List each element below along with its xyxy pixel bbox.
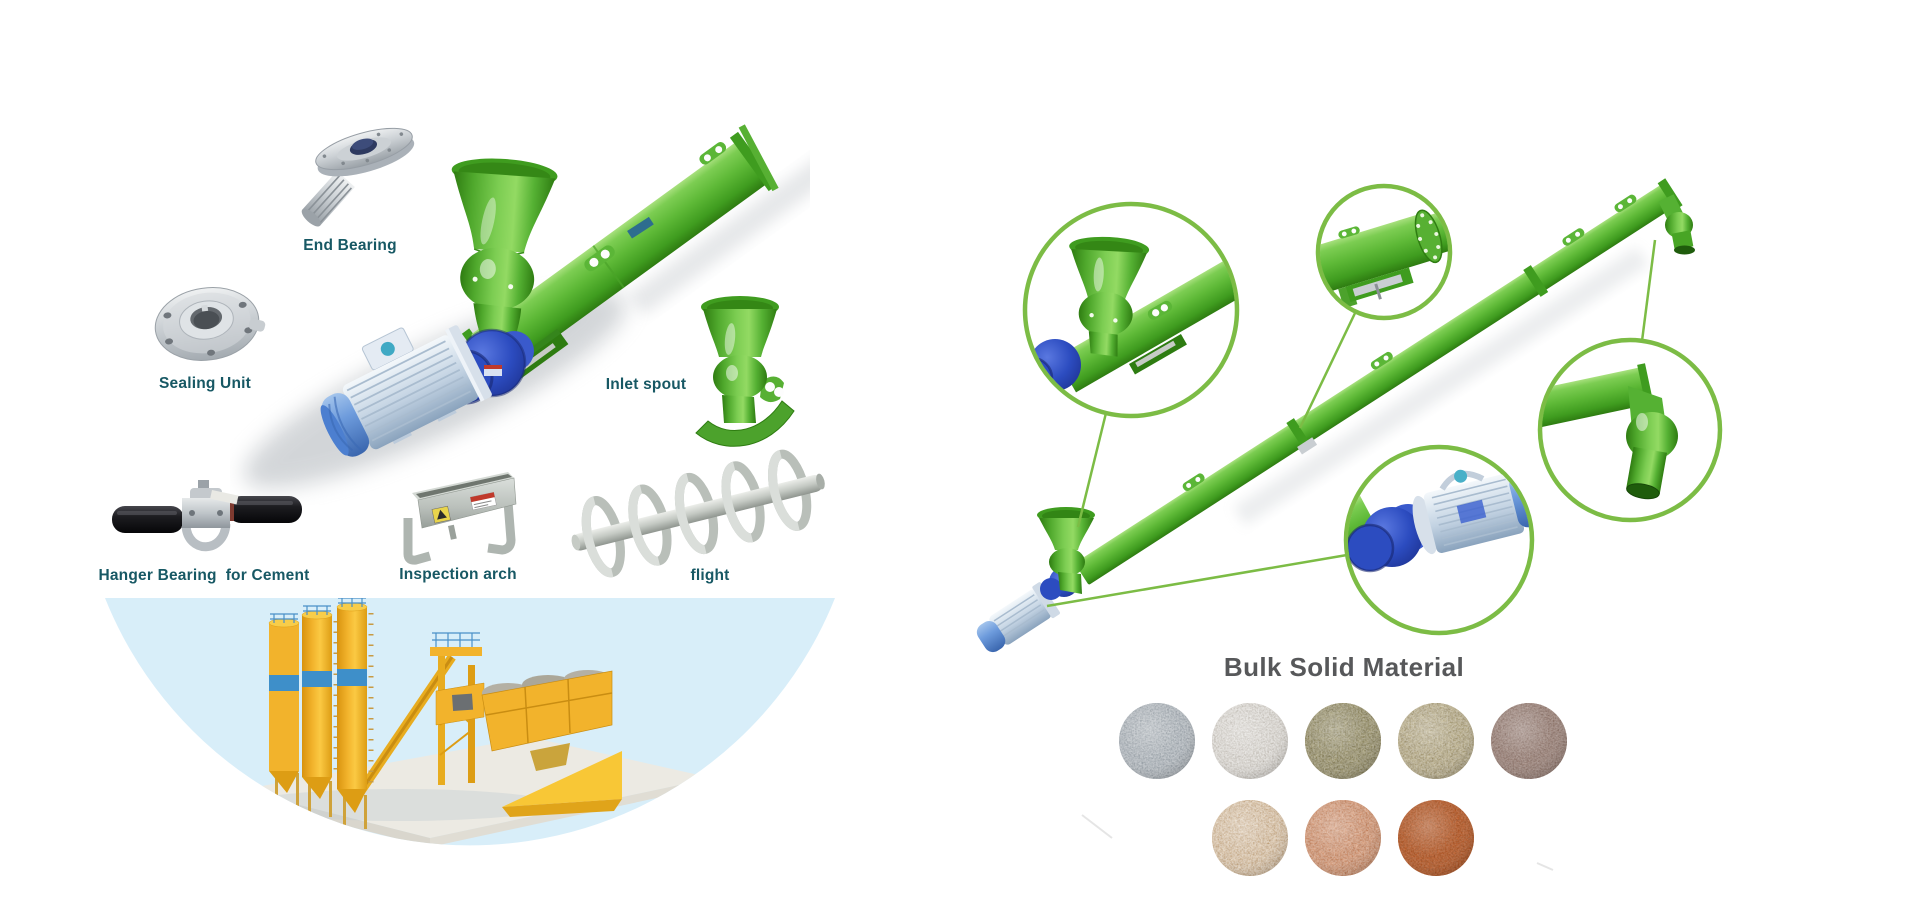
material-swatches bbox=[1119, 703, 1567, 876]
sealing-unit-flange bbox=[154, 287, 266, 361]
gearbox bbox=[438, 328, 534, 405]
inlet-spout-part bbox=[695, 296, 795, 447]
material-swatch-1 bbox=[1119, 703, 1195, 779]
end-bearing-label: End Bearing bbox=[303, 237, 397, 254]
detail-circle-outlet bbox=[1537, 337, 1723, 523]
end-bearing-figure bbox=[301, 127, 415, 227]
inlet-funnel bbox=[451, 158, 558, 342]
tube-lug bbox=[584, 245, 615, 272]
blue-bowl bbox=[105, 598, 835, 846]
batching-plant bbox=[240, 598, 712, 846]
conveyor-main-tube bbox=[1075, 178, 1683, 585]
assembled-conveyor-figure bbox=[976, 178, 1723, 653]
hanger-bearing-figure bbox=[112, 480, 302, 552]
inspection-arch-part bbox=[403, 472, 517, 565]
material-swatch-7 bbox=[1305, 800, 1381, 876]
detail-circle-inlet bbox=[1022, 201, 1240, 419]
flight-label: flight bbox=[690, 567, 730, 584]
material-swatch-4 bbox=[1398, 703, 1474, 779]
flight-part bbox=[571, 449, 825, 578]
bulk-solid-material-heading: Bulk Solid Material bbox=[1223, 652, 1465, 682]
cement-silos bbox=[268, 598, 374, 829]
conveyor-drive-end bbox=[976, 507, 1095, 653]
electric-motor bbox=[320, 325, 492, 457]
material-swatch-5 bbox=[1491, 703, 1567, 779]
shadow-artifacts bbox=[1081, 814, 1554, 871]
material-swatch-8 bbox=[1398, 800, 1474, 876]
batching-plant-scene bbox=[105, 598, 835, 846]
end-bearing-shaft bbox=[301, 170, 355, 227]
flight-figure bbox=[571, 449, 825, 578]
inspection-arch-label: Inspection arch bbox=[399, 566, 517, 583]
inlet-spout-label: Inlet spout bbox=[605, 376, 687, 393]
material-swatch-2 bbox=[1212, 703, 1288, 779]
sealing-unit-label: Sealing Unit bbox=[159, 375, 251, 392]
hanger-bearing-label: Hanger Bearing for Cement bbox=[98, 567, 310, 584]
screw-conveyor-assembly-figure bbox=[243, 124, 810, 489]
inlet-spout-figure bbox=[695, 296, 795, 447]
conveyor-tube bbox=[461, 124, 810, 386]
material-swatch-3 bbox=[1305, 703, 1381, 779]
leader-lines bbox=[1046, 239, 1657, 608]
outlet-elbow bbox=[1658, 194, 1695, 255]
sealing-unit-figure bbox=[154, 287, 266, 361]
detail-circle-gearmotor bbox=[1343, 444, 1535, 636]
inspection-arch-figure bbox=[403, 472, 517, 565]
material-swatch-6 bbox=[1212, 800, 1288, 876]
detail-circle-hatch bbox=[1315, 183, 1453, 321]
end-bearing-disc bbox=[315, 127, 415, 177]
hanger-bearing-part bbox=[112, 480, 302, 552]
